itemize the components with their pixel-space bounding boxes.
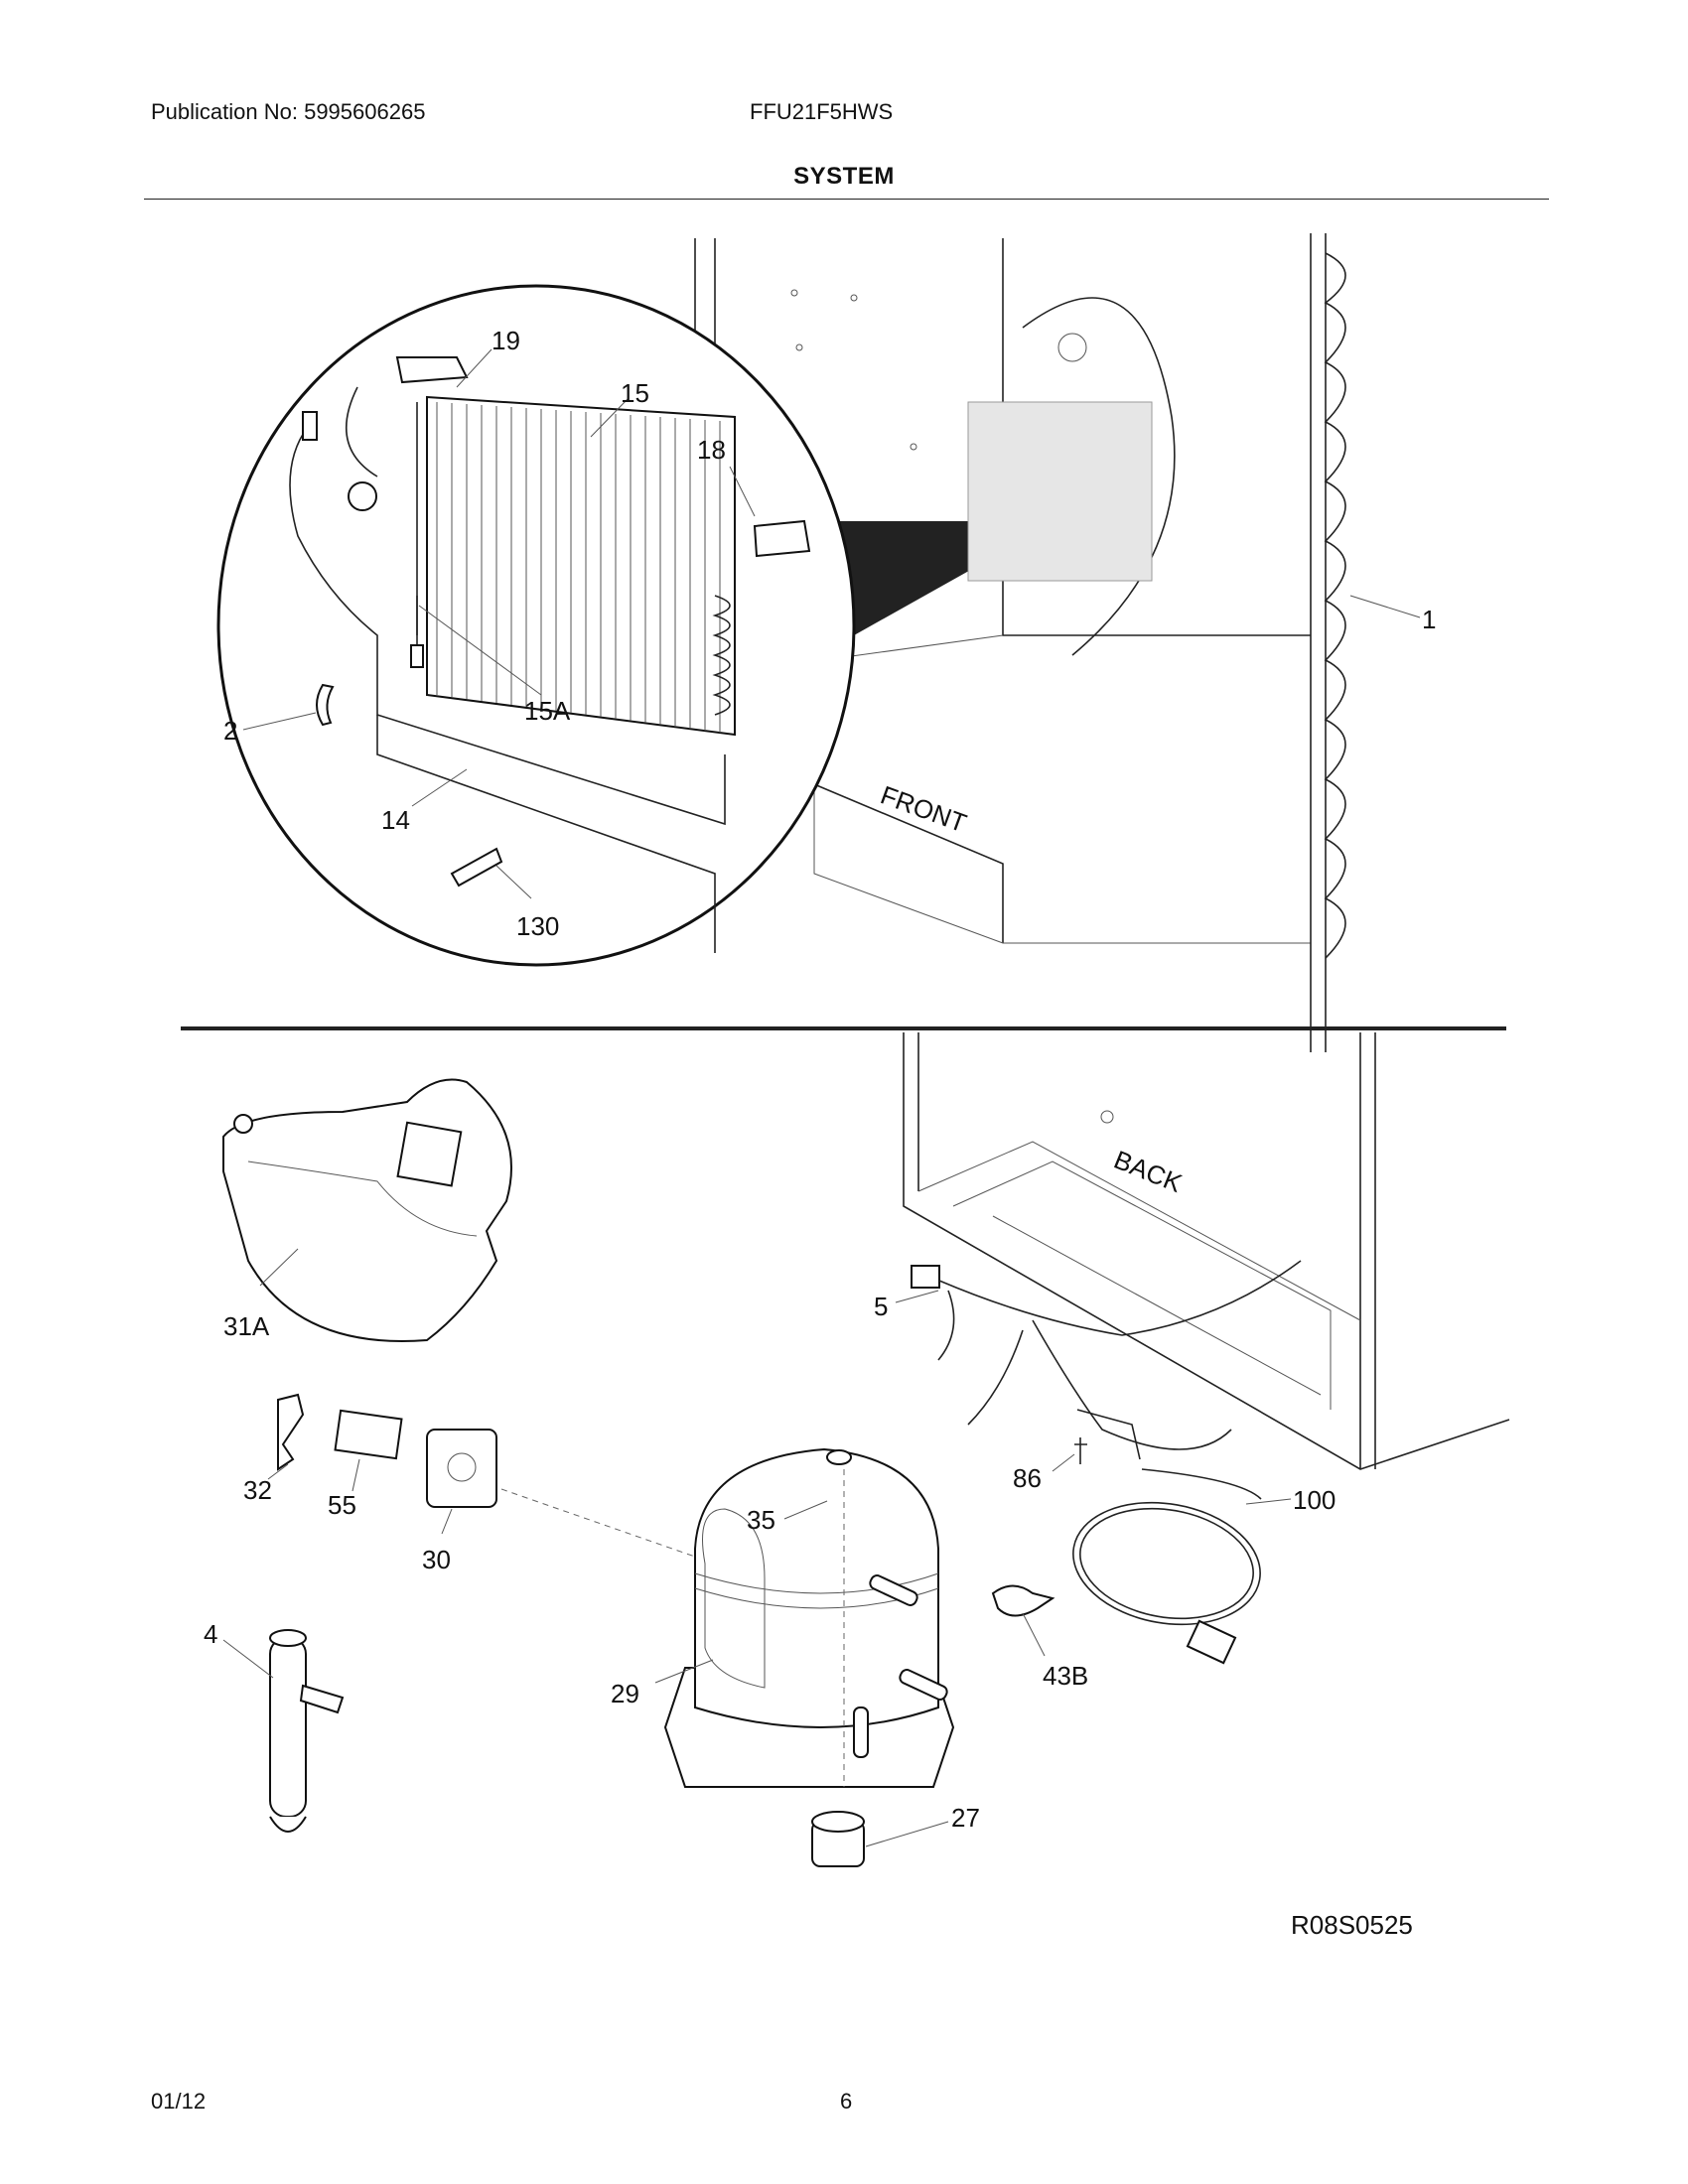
accumulator (222, 1629, 345, 1833)
callout-15: 15 (621, 378, 649, 408)
wiring-harness (895, 1260, 1302, 1450)
callout-35: 35 (747, 1505, 775, 1535)
evaporator-location-shading (967, 401, 1153, 582)
clip-part-2 (316, 683, 335, 727)
callout-27: 27 (951, 1803, 980, 1833)
page-number: 6 (840, 2089, 853, 2114)
callout-30: 30 (422, 1545, 451, 1574)
callout-29: 29 (611, 1679, 639, 1708)
insulation-block-19 (395, 356, 469, 384)
power-cord (1072, 1468, 1292, 1665)
callout-15a: 15A (524, 696, 571, 726)
callout-86: 86 (1013, 1463, 1042, 1493)
callout-2: 2 (223, 716, 237, 746)
clip-32 (277, 1393, 305, 1471)
footer-date: 01/12 (151, 2089, 207, 2114)
evaporator (416, 395, 736, 737)
header-divider (144, 199, 1549, 200)
ground-wire (1076, 1409, 1141, 1460)
callout-19: 19 (492, 326, 520, 355)
drain-plug-130 (450, 847, 503, 887)
relay-cover (426, 1429, 497, 1508)
diagram-code: R08S0525 (1291, 1910, 1413, 1940)
defrost-timer-plug (348, 481, 377, 511)
callout-32: 32 (243, 1475, 272, 1505)
overload-protector (334, 1409, 403, 1460)
publication-number: Publication No: 5995606265 (151, 99, 426, 124)
screw-86 (1074, 1437, 1087, 1464)
callout-100: 100 (1293, 1485, 1336, 1515)
callout-18: 18 (697, 435, 726, 465)
evaporator-detail-circle (216, 284, 856, 967)
compressor (663, 1447, 955, 1788)
insulation-block-18 (753, 519, 811, 558)
grommet (811, 1811, 949, 1867)
section-title: SYSTEM (793, 163, 895, 190)
callout-55: 55 (328, 1490, 356, 1520)
callout-130: 130 (516, 911, 559, 941)
wire-connector (302, 411, 318, 441)
cabinet-back-view: BACK (903, 1032, 1510, 1470)
callout-31a: 31A (223, 1311, 270, 1341)
drain-tube-line (376, 715, 716, 953)
callout-43b: 43B (1043, 1661, 1088, 1691)
tube-clip (991, 1584, 1055, 1617)
defrost-terminator (410, 644, 424, 668)
callout-5: 5 (874, 1292, 888, 1321)
callout-14: 14 (381, 805, 410, 835)
drain-pan (222, 1078, 512, 1342)
front-label: FRONT (877, 779, 971, 838)
condenser-coil (1310, 233, 1421, 1052)
model-number: FFU21F5HWS (750, 99, 894, 124)
callout-1: 1 (1422, 605, 1436, 634)
callout-4: 4 (204, 1619, 217, 1649)
